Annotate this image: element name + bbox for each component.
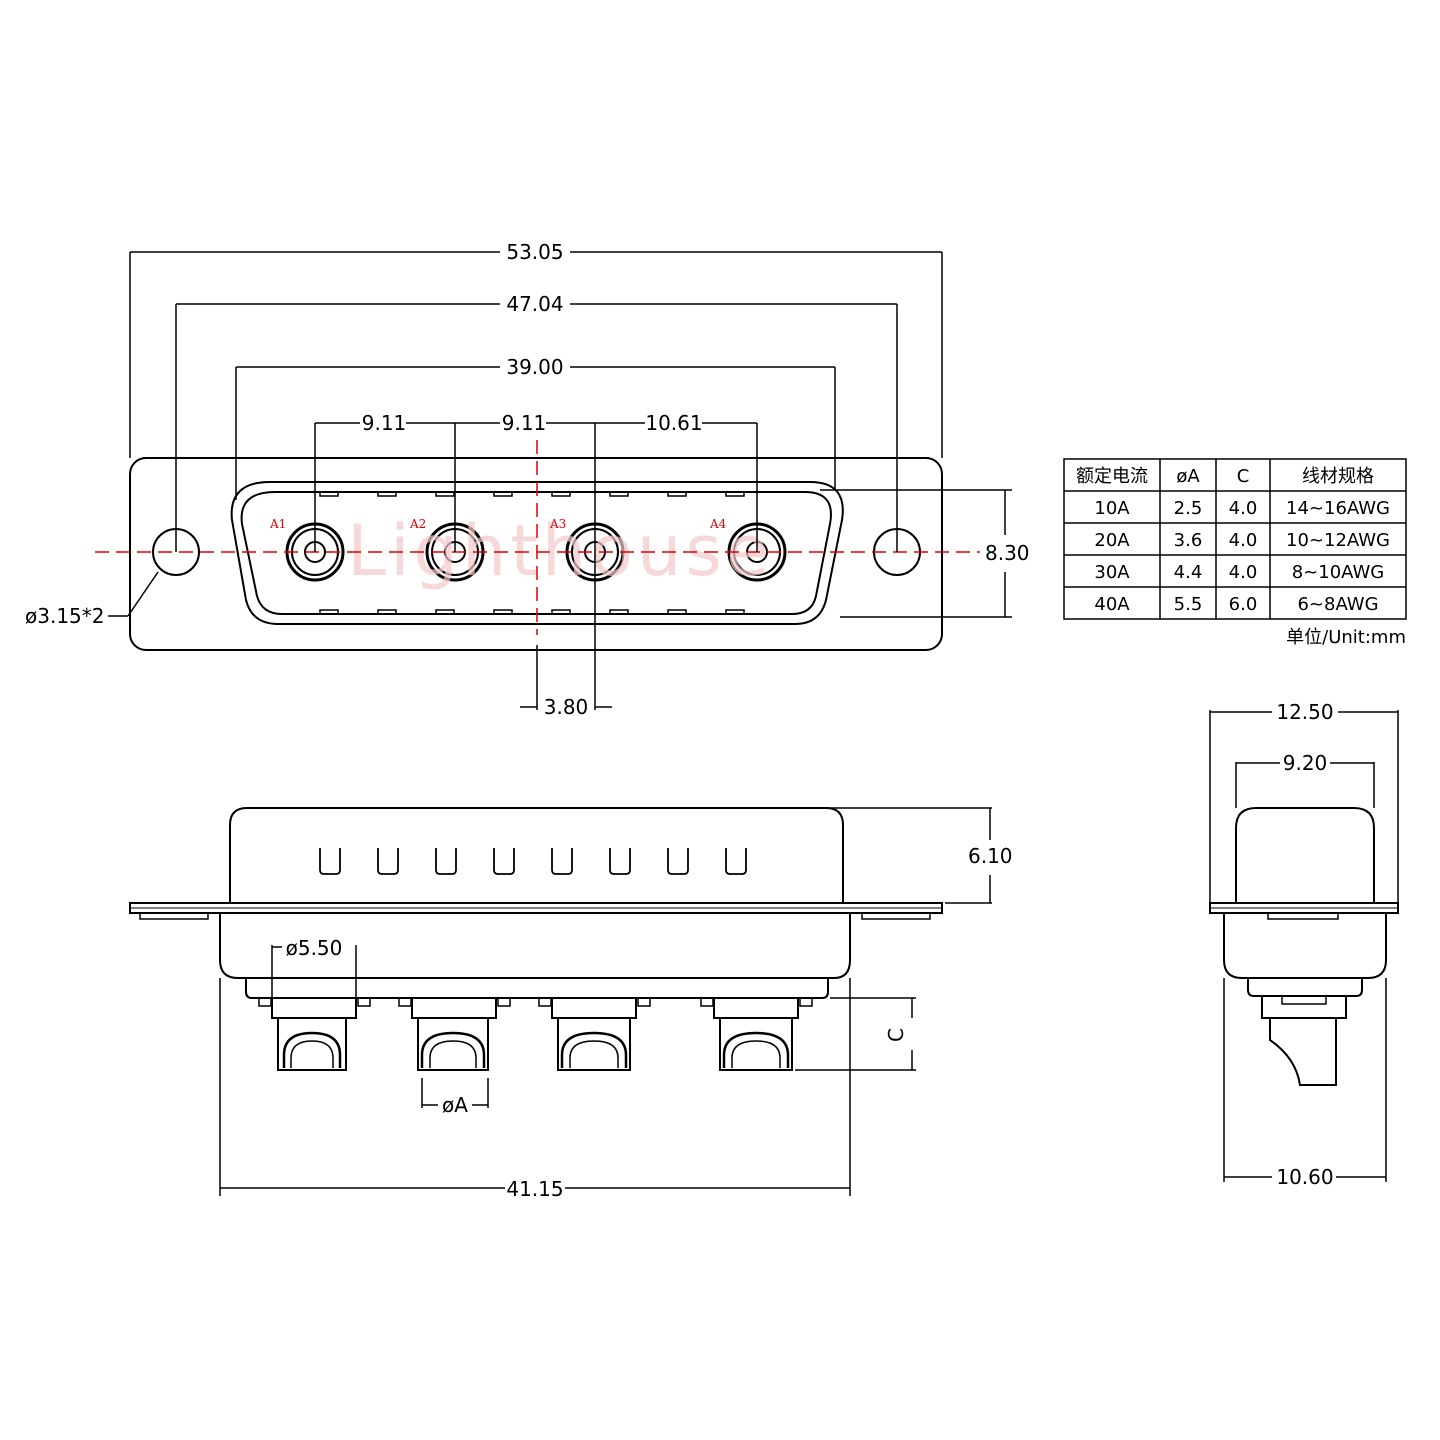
table-cell: 40A	[1094, 594, 1130, 615]
table-cell: 2.5	[1174, 498, 1203, 519]
table-cell: 4.0	[1229, 530, 1258, 551]
table-cell: 4.4	[1174, 562, 1203, 583]
flange-tab-left	[139, 912, 209, 920]
end-base-plate	[1247, 978, 1363, 997]
pin-label-a4: A4	[709, 517, 727, 531]
end-contact-neck	[1261, 996, 1347, 1019]
end-dimension-lines	[1209, 710, 1399, 1182]
spec-table-header: 额定电流 øA C 线材规格	[1076, 466, 1374, 487]
dim-12-50: 12.50	[1276, 700, 1333, 724]
dim-39-00: 39.00	[506, 355, 563, 379]
pin-label-a1: A1	[269, 517, 286, 531]
dim-pitch-2: 9.11	[502, 411, 547, 435]
dim-3-80: 3.80	[544, 695, 589, 719]
pin-label-a3: A3	[549, 517, 566, 531]
dim-10-60: 10.60	[1276, 1165, 1333, 1189]
dim-41-15: 41.15	[506, 1177, 563, 1201]
table-row: 10A 2.5 4.0 14~16AWG	[1094, 498, 1390, 519]
table-cell: 10~12AWG	[1286, 530, 1390, 551]
shell-slots-top	[319, 492, 745, 497]
side-housing-top	[229, 807, 844, 903]
table-row: 40A 5.5 6.0 6~8AWG	[1094, 594, 1378, 615]
table-cell: 20A	[1094, 530, 1130, 551]
end-flange-tab	[1267, 912, 1339, 920]
side-lower-body	[219, 913, 851, 979]
centerlines	[95, 440, 980, 635]
table-header-c: C	[1237, 466, 1250, 487]
end-lower-body	[1223, 913, 1387, 979]
front-dimension-lines	[108, 251, 1012, 710]
side-base-plate	[245, 978, 829, 999]
table-header-current: 额定电流	[1076, 466, 1148, 487]
dim-pitch-3: 10.61	[645, 411, 702, 435]
dim-9-20: 9.20	[1283, 751, 1328, 775]
table-row: 20A 3.6 4.0 10~12AWG	[1094, 530, 1390, 551]
side-dimension-lines	[219, 807, 992, 1196]
mount-hole-label: ø3.15*2	[25, 604, 105, 628]
dim-5-50: ø5.50	[286, 936, 343, 960]
table-cell: 6~8AWG	[1297, 594, 1378, 615]
side-view	[129, 807, 943, 1071]
table-cell: 3.6	[1174, 530, 1203, 551]
table-cell: 30A	[1094, 562, 1130, 583]
front-shell-outer	[230, 481, 844, 625]
dim-53-05: 53.05	[506, 240, 563, 264]
flange-tab-right	[861, 912, 931, 920]
front-shell-inner	[240, 491, 832, 615]
table-header-diameter: øA	[1176, 466, 1200, 487]
table-cell: 8~10AWG	[1292, 562, 1385, 583]
end-contact-tab	[1281, 995, 1327, 1005]
dim-c: C	[884, 1028, 908, 1042]
dim-47-04: 47.04	[506, 292, 563, 316]
watermark: Lighthouse	[347, 510, 773, 592]
unit-note: 单位/Unit:mm	[1286, 627, 1406, 648]
shell-slots-bottom	[319, 609, 745, 614]
side-contact-3	[538, 997, 651, 1071]
table-cell: 6.0	[1229, 594, 1258, 615]
table-cell: 10A	[1094, 498, 1130, 519]
table-cell: 5.5	[1174, 594, 1203, 615]
end-housing-top	[1235, 807, 1375, 903]
dim-8-30: 8.30	[985, 541, 1030, 565]
spec-table	[1063, 458, 1407, 620]
side-contact-1	[258, 997, 371, 1071]
side-contact-4	[700, 997, 813, 1071]
table-cell: 14~16AWG	[1286, 498, 1390, 519]
front-flange	[129, 457, 943, 651]
dim-pitch-1: 9.11	[362, 411, 407, 435]
dim-6-10: 6.10	[968, 844, 1013, 868]
end-contact-cup	[1269, 1018, 1337, 1086]
table-row: 30A 4.4 4.0 8~10AWG	[1094, 562, 1384, 583]
table-cell: 4.0	[1229, 562, 1258, 583]
table-cell: 4.0	[1229, 498, 1258, 519]
end-view	[1209, 807, 1399, 1086]
table-header-wire: 线材规格	[1302, 466, 1374, 487]
side-slots	[319, 848, 747, 875]
pin-label-a2: A2	[409, 517, 426, 531]
side-contact-2	[398, 997, 511, 1071]
dim-a: øA	[442, 1093, 468, 1117]
